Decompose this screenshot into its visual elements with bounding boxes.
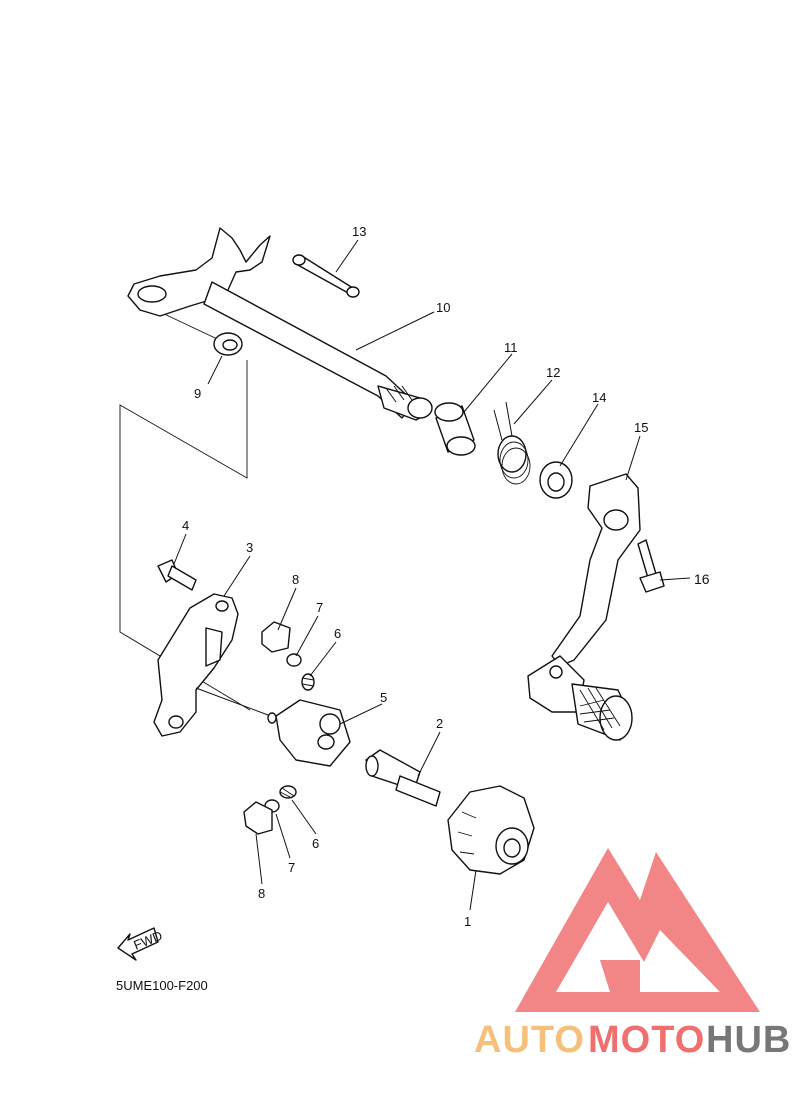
logo-triangle-inner <box>556 902 720 992</box>
callout-16: 16 <box>694 571 710 587</box>
part-16-bolt <box>637 539 665 593</box>
callout-6-lower: 6 <box>312 836 319 851</box>
logo-g-mark <box>600 960 640 992</box>
part-7-upper-pin <box>286 653 302 667</box>
part-8-upper-pawl <box>261 621 291 653</box>
callout-9-label: 9 <box>194 386 201 401</box>
part-15-shift-pedal <box>527 473 641 741</box>
callout-10: 10 <box>436 300 450 315</box>
callout-12: 12 <box>546 365 560 380</box>
part-3-stopper-lever <box>153 593 277 737</box>
callout-1: 1 <box>464 914 471 929</box>
logo-text-auto: AUTO <box>474 1019 585 1061</box>
part-13-pin <box>292 254 360 298</box>
callout-13: 13 <box>352 224 366 239</box>
callout-6-upper: 6 <box>334 626 341 641</box>
diagram-code: 5UME100-F200 <box>116 978 208 993</box>
part-8-lower-pawl <box>243 801 273 835</box>
callout-15: 15 <box>634 420 648 435</box>
part-10-shift-shaft <box>127 227 433 421</box>
leader-lines <box>173 239 691 911</box>
logo-text-hub: HUB <box>706 1019 791 1061</box>
part-2-segment-bolt <box>365 749 441 807</box>
callout-11: 11 <box>504 340 518 355</box>
callout-8-lower: 8 <box>258 886 265 901</box>
part-9-oil-seal <box>213 332 243 356</box>
part-6-lower-spring <box>279 785 297 799</box>
part-6-upper-spring <box>301 673 315 691</box>
fwd-label: FWD <box>131 928 164 953</box>
part-4-bolt <box>157 559 197 591</box>
part-12-torsion-spring <box>493 401 531 485</box>
part-14-washer <box>539 461 573 499</box>
callout-7-lower-shown: 7 <box>288 860 295 875</box>
callout-14: 14 <box>592 390 606 405</box>
callout-3: 3 <box>246 540 253 555</box>
logo-text-moto: MOTO <box>588 1019 705 1061</box>
callout-5: 5 <box>380 690 387 705</box>
part-1-shift-cam <box>447 785 535 875</box>
callout-4: 4 <box>182 518 189 533</box>
part-11-collar <box>434 402 476 456</box>
callout-2: 2 <box>436 716 443 731</box>
callout-8-upper-shown: 8 <box>292 572 299 587</box>
automotohub-logo: AUTO MOTO HUB <box>474 848 791 1061</box>
fwd-arrow-icon: FWD <box>117 927 165 961</box>
part-5-segment <box>267 699 351 767</box>
callout-7-upper: 7 <box>316 600 323 615</box>
